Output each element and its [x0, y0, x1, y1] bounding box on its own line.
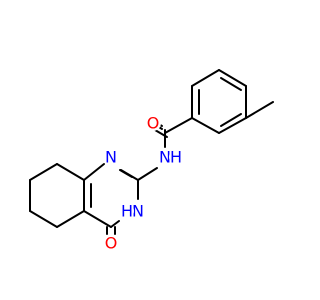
atom-o-ring: O [103, 234, 119, 253]
bond [56, 163, 85, 181]
atom-n3-ring: N [130, 202, 146, 221]
atom-n-amide: N [157, 148, 173, 167]
bond [83, 163, 105, 181]
atom-n1-ring: N [103, 148, 119, 167]
bond [137, 167, 158, 181]
bond [164, 117, 193, 134]
bond [56, 210, 85, 228]
bond [191, 69, 220, 87]
atom-h-ring: H [120, 202, 134, 221]
atom-label: O [147, 114, 160, 133]
atom-label: N [132, 202, 144, 221]
atom-label: H [170, 148, 182, 167]
structure-diagram: O N H N N H O [29, 69, 274, 253]
bond-methyl [245, 101, 274, 119]
bond-inner [119, 169, 133, 178]
atom-label: H [121, 202, 133, 221]
bond-inner [220, 77, 242, 91]
atom-label: N [159, 148, 171, 167]
bond [191, 117, 220, 134]
atom-label: O [105, 234, 118, 253]
atom-h-amide: H [169, 148, 183, 167]
bond [218, 117, 247, 134]
atom-label: N [105, 148, 117, 167]
atom-layer: O N H N N H O [103, 114, 183, 253]
bond [218, 69, 247, 87]
bond-layer [29, 69, 274, 235]
bond [29, 210, 58, 228]
atom-o-carbonyl-amide: O [145, 114, 161, 133]
bond-inner [220, 113, 242, 127]
bond [110, 220, 120, 228]
bond [83, 210, 112, 228]
bond [29, 163, 58, 181]
